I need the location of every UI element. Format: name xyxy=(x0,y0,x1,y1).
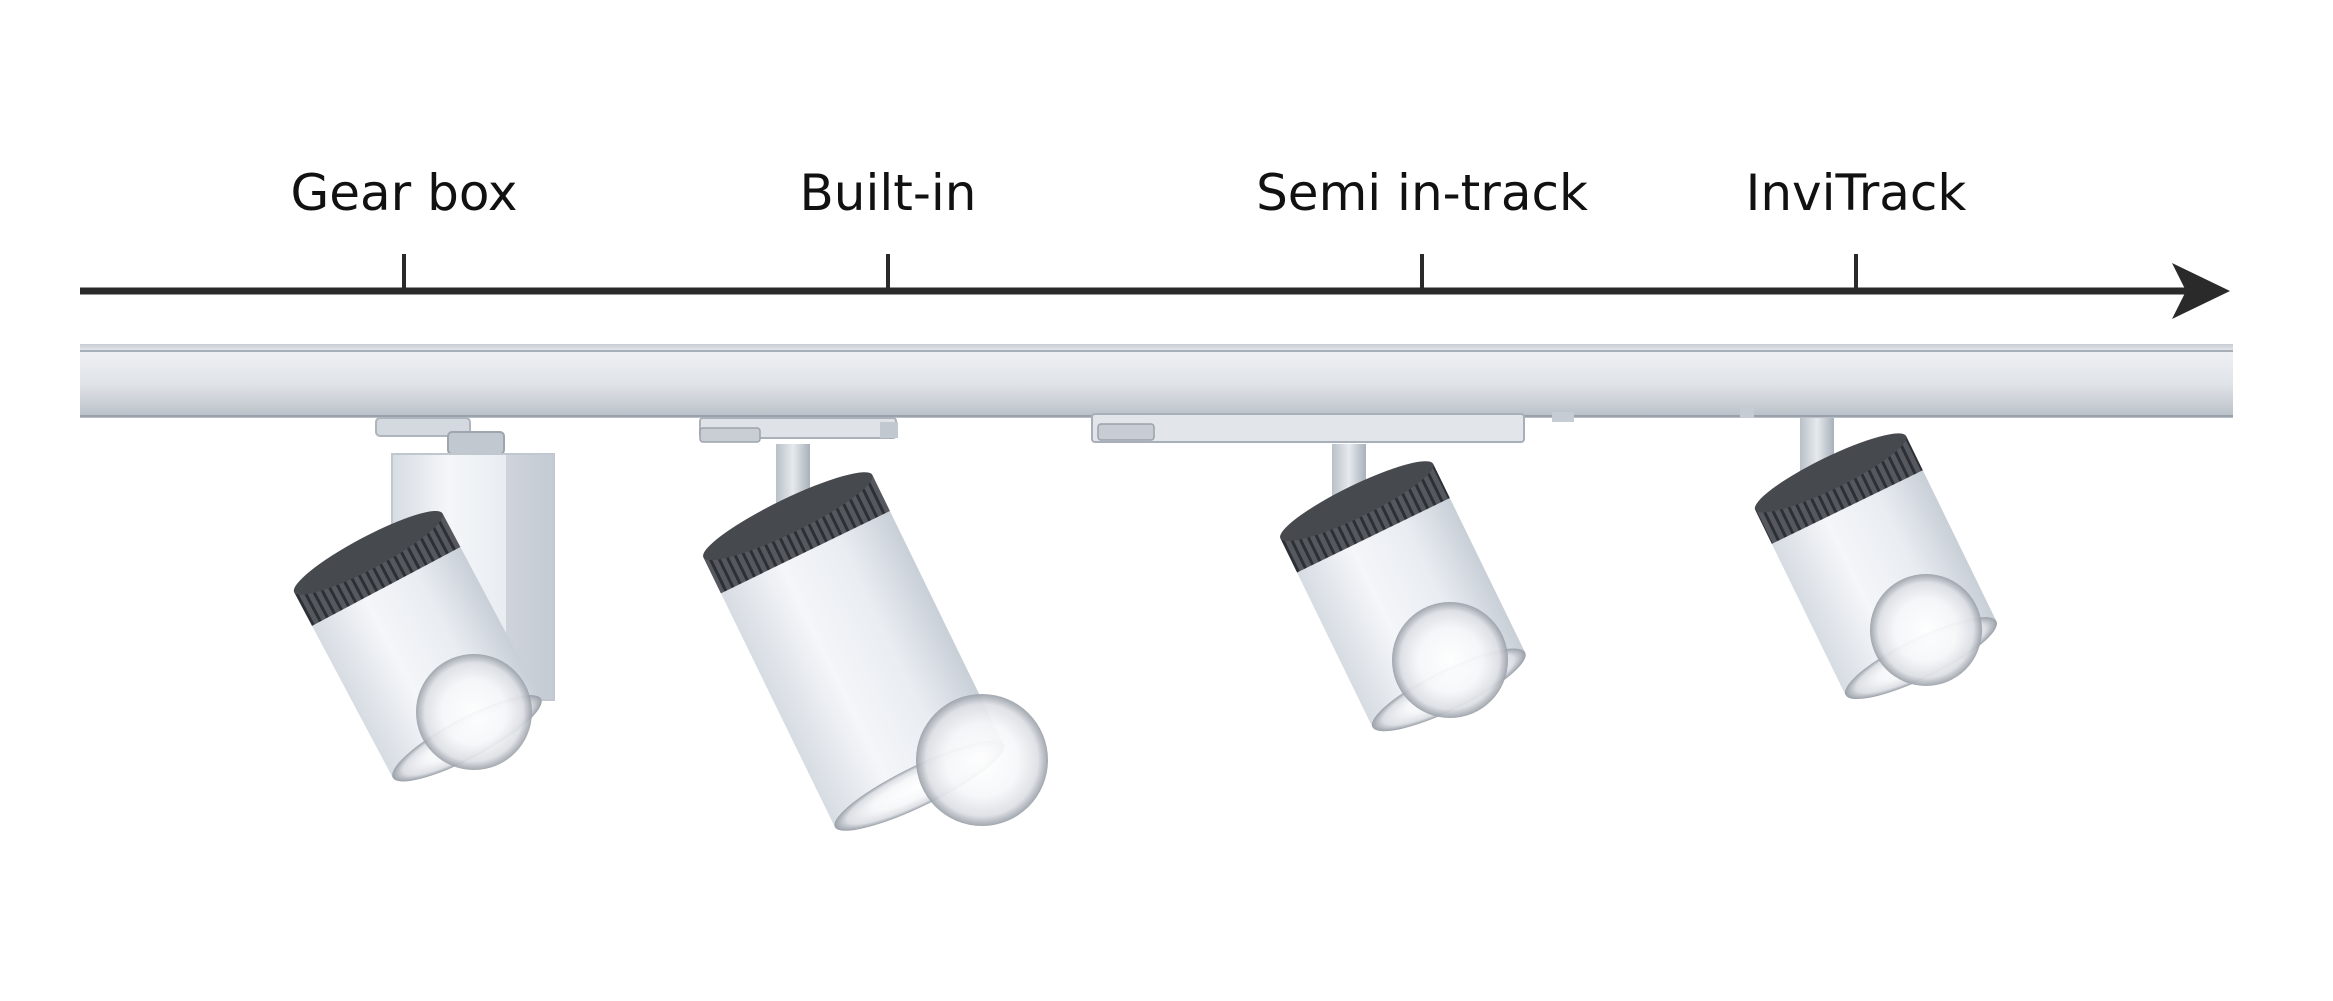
label-invitrack: InviTrack xyxy=(1746,164,1967,222)
label-gear-box: Gear box xyxy=(291,164,518,222)
track-rail xyxy=(80,344,2233,418)
heatsink-fins xyxy=(294,513,461,626)
fixture-semi-in-track xyxy=(1091,412,1574,732)
fixture-gear-box xyxy=(293,417,555,782)
fixture-invitrack xyxy=(1740,408,1997,700)
heatsink-fins xyxy=(1280,463,1450,573)
label-semi-in-track: Semi in-track xyxy=(1256,164,1588,222)
heatsink-fins xyxy=(703,474,890,594)
timeline-arrowhead xyxy=(2172,263,2230,319)
label-built-in: Built-in xyxy=(799,164,976,222)
heatsink-fins xyxy=(1755,436,1923,544)
fixture-built-in xyxy=(699,417,1048,831)
